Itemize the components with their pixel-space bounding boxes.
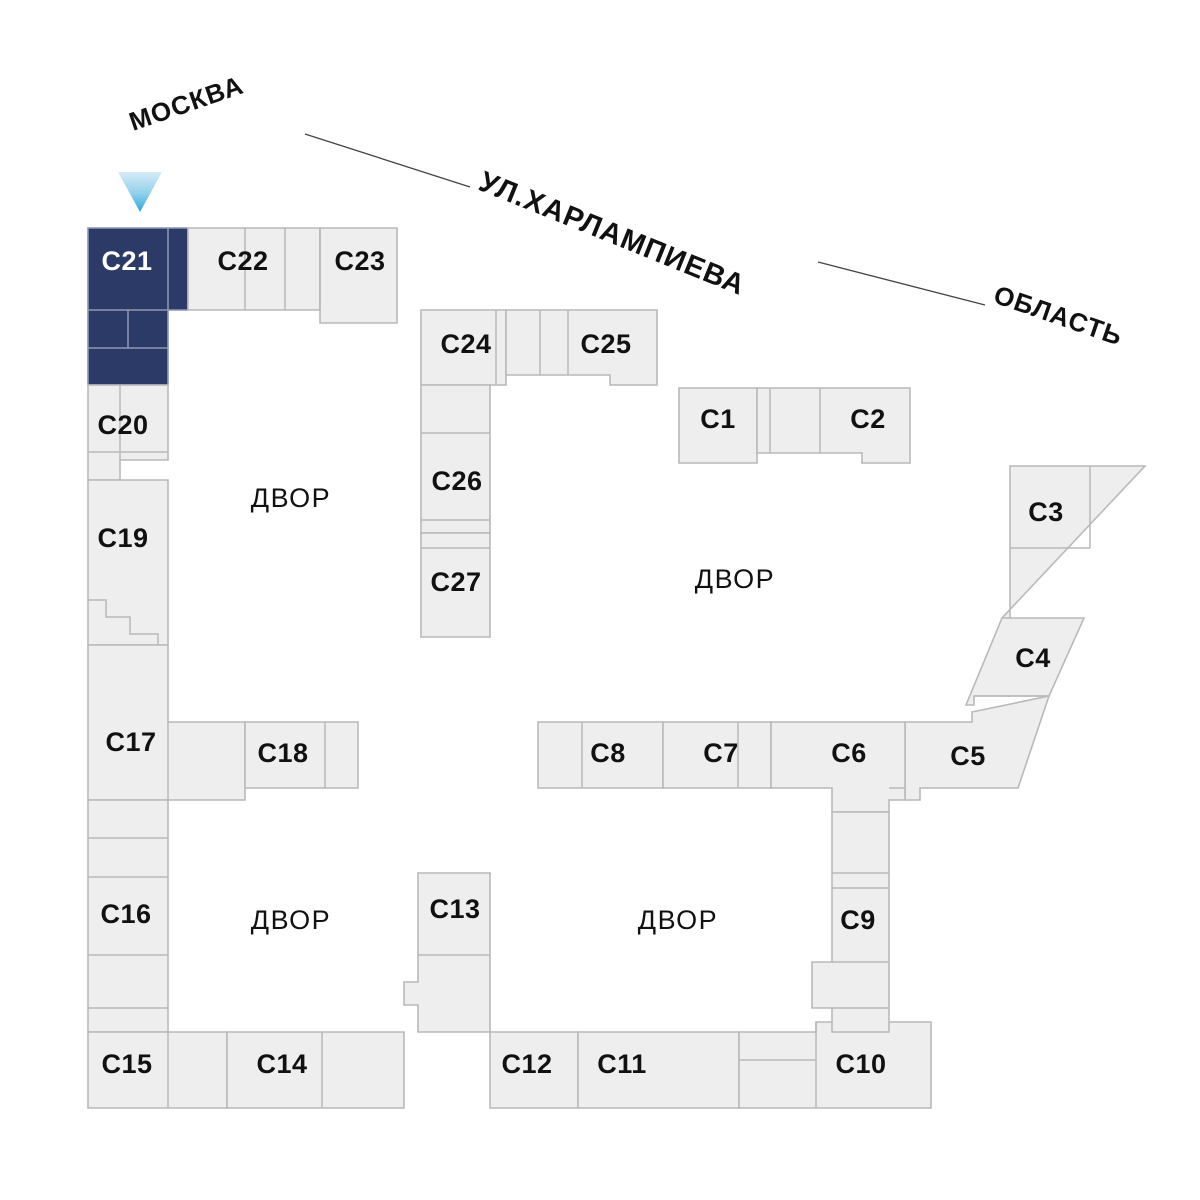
street-label: УЛ.ХАРЛАМПИЕВА xyxy=(474,166,749,302)
block-group-c16[interactable]: C16 xyxy=(87,799,169,1033)
block-group-c23[interactable]: C23 xyxy=(319,227,398,324)
block-shape-c18[interactable] xyxy=(244,721,359,789)
block-group-c11[interactable]: C11 xyxy=(577,1031,740,1109)
block-label-c11: C11 xyxy=(597,1049,647,1079)
block-label-c3: C3 xyxy=(1028,497,1064,527)
courtyard-label: ДВОР xyxy=(695,564,775,594)
block-label-c17: C17 xyxy=(105,727,156,757)
block-group-c25[interactable]: C25 xyxy=(505,309,658,386)
block-label-c10: C10 xyxy=(835,1049,886,1079)
block-label-c2: C2 xyxy=(850,404,886,434)
block-label-c7: C7 xyxy=(703,738,739,768)
direction-label-moscow: МОСКВА xyxy=(125,70,247,137)
block-label-c13: C13 xyxy=(429,894,480,924)
block-group-c2[interactable]: C2 xyxy=(756,387,911,464)
leader-line-right xyxy=(817,261,986,306)
block-group-c7[interactable]: C7 xyxy=(662,721,772,789)
block-label-c8: C8 xyxy=(590,738,626,768)
direction-label-region: ОБЛАСТЬ xyxy=(990,279,1127,351)
block-group-c5[interactable]: C5 xyxy=(904,694,1051,801)
block-label-c19: C19 xyxy=(97,523,148,553)
block-group-c22[interactable]: C22 xyxy=(187,227,321,311)
pointer-arrow-icon xyxy=(118,172,162,212)
block-shape-c27[interactable] xyxy=(420,532,491,638)
block-label-c21: C21 xyxy=(101,246,152,276)
block-group-c15[interactable]: C15 xyxy=(87,1031,228,1109)
block-shape-c24[interactable] xyxy=(420,309,507,386)
leader-line-left xyxy=(304,133,471,188)
courtyard-label: ДВОР xyxy=(638,905,718,935)
block-group-c12[interactable]: C12 xyxy=(489,1031,579,1109)
block-group-c24[interactable]: C24 xyxy=(420,309,507,386)
block-shape-c1[interactable] xyxy=(678,387,758,464)
block-label-c22: C22 xyxy=(217,246,268,276)
block-label-c14: C14 xyxy=(256,1049,307,1079)
block-label-c26: C26 xyxy=(431,466,482,496)
block-shape-c5[interactable] xyxy=(904,694,1051,801)
block-group-c21[interactable]: C21 xyxy=(87,227,189,386)
block-label-c23: C23 xyxy=(334,246,385,276)
block-group-c9[interactable]: C9 xyxy=(811,811,890,1033)
block-group-c8[interactable]: C8 xyxy=(537,721,664,789)
block-shape-c3[interactable] xyxy=(1000,465,1147,619)
block-label-c5: C5 xyxy=(950,741,986,771)
courtyard-label: ДВОР xyxy=(251,905,331,935)
block-label-c25: C25 xyxy=(580,329,631,359)
block-group-c10[interactable]: C10 xyxy=(738,1021,932,1109)
block-group-c6[interactable]: C6 xyxy=(770,721,906,813)
block-group-c27[interactable]: C27 xyxy=(420,532,491,638)
block-group-c18[interactable]: C18 xyxy=(244,721,359,789)
block-group-c19[interactable]: C19 xyxy=(87,479,169,646)
block-label-c24: C24 xyxy=(440,329,491,359)
block-shape-c17[interactable] xyxy=(87,644,246,801)
block-shape-c19[interactable] xyxy=(87,479,169,646)
block-label-c15: C15 xyxy=(101,1049,152,1079)
block-label-c6: C6 xyxy=(831,738,867,768)
selected-block-pointer xyxy=(118,172,162,212)
block-label-c18: C18 xyxy=(257,738,308,768)
block-group-c26[interactable]: C26 xyxy=(420,384,491,534)
block-group-c4[interactable]: C4 xyxy=(964,617,1086,706)
block-shape-c14[interactable] xyxy=(226,1031,405,1109)
block-shape-c25[interactable] xyxy=(505,309,658,386)
block-label-c27: C27 xyxy=(430,567,481,597)
block-shape-c26[interactable] xyxy=(420,384,491,534)
block-shape-c2[interactable] xyxy=(756,387,911,464)
block-label-c4: C4 xyxy=(1015,643,1051,673)
block-label-c20: C20 xyxy=(97,410,148,440)
block-label-c1: C1 xyxy=(700,404,736,434)
block-group-c13[interactable]: C13 xyxy=(403,872,491,1033)
block-shape-c13[interactable] xyxy=(403,872,491,1033)
block-group-c17[interactable]: C17 xyxy=(87,644,246,801)
courtyard-label: ДВОР xyxy=(251,483,331,513)
block-group-c3[interactable]: C3 xyxy=(1000,465,1147,619)
block-group-c1[interactable]: C1 xyxy=(678,387,758,464)
block-label-c9: C9 xyxy=(840,905,876,935)
block-group-c20[interactable]: C20 xyxy=(87,384,169,481)
block-label-c16: C16 xyxy=(100,899,151,929)
block-step-detail xyxy=(88,599,159,645)
block-group-c14[interactable]: C14 xyxy=(226,1031,405,1109)
block-label-c12: C12 xyxy=(501,1049,552,1079)
